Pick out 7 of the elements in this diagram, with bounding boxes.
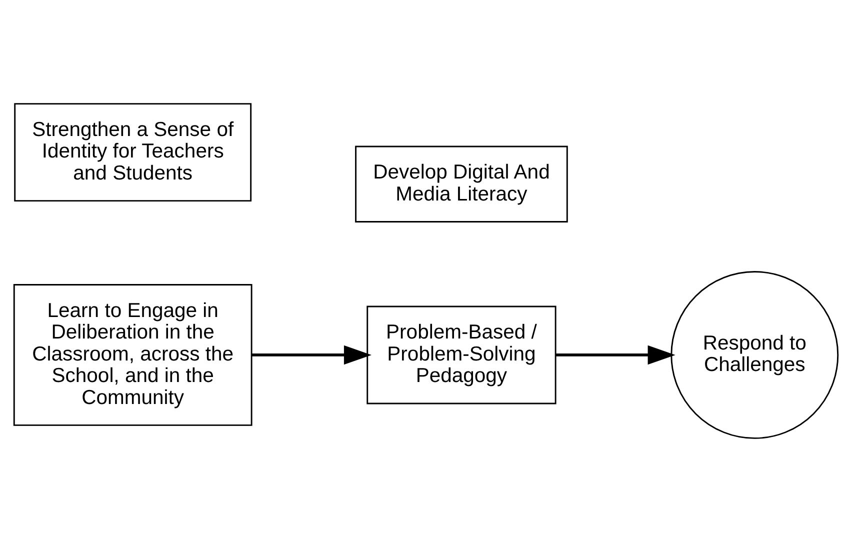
node-box: Problem-Based / Problem-Solving Pedagogy: [366, 305, 556, 404]
node-box: Develop Digital And Media Literacy: [355, 145, 568, 222]
arrow: [252, 344, 372, 364]
node-box: Strengthen a Sense of Identity for Teachers and Students: [14, 102, 252, 201]
arrow: [556, 344, 676, 364]
node-box: Learn to Engage in Deliberation in the Classroom, across the School, and in the Community: [13, 284, 252, 426]
node-circle: Respond to Challenges: [670, 270, 839, 438]
